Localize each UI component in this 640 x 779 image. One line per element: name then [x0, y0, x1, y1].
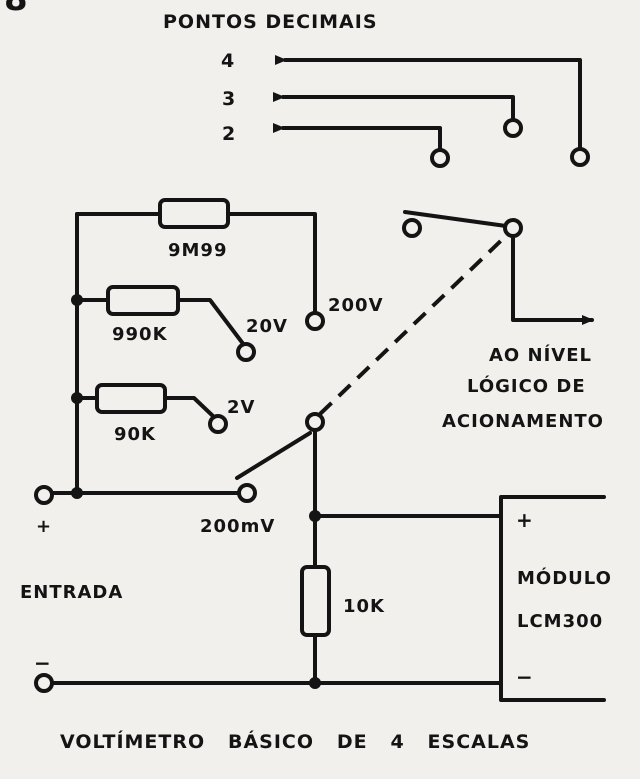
logic-switch-pivot	[503, 218, 523, 238]
range-2v-label: 2V	[227, 397, 255, 418]
resistor-9m99	[158, 198, 230, 229]
logic-output-line1: AO NÍVEL	[489, 344, 592, 366]
range-selector-blade	[235, 431, 312, 480]
logic-output-line2: LÓGICO DE	[467, 375, 586, 397]
resistor-90k-label: 90K	[114, 424, 156, 445]
r2-right-wire	[176, 298, 246, 347]
logic-switch-blade	[403, 210, 508, 228]
module-plus-sign: +	[516, 508, 534, 532]
module-outline	[499, 495, 606, 702]
resistor-90k	[95, 383, 167, 414]
decimal-point-4-arrow	[275, 55, 582, 152]
decimal-point-4-label: 4	[221, 50, 235, 72]
junction-node-90k	[71, 392, 83, 404]
decimal-point-3-terminal	[503, 118, 523, 138]
figure-caption: VOLTÍMETRO BÁSICO DE 4 ESCALAS	[60, 730, 530, 753]
mechanical-coupling-line	[318, 232, 510, 416]
range-20v-contact	[236, 342, 256, 362]
resistor-990k-label: 990K	[112, 324, 168, 345]
decimal-points-heading: PONTOS DECIMAIS	[163, 11, 378, 33]
r1-right-wire	[226, 212, 317, 314]
range-200mv-label: 200mV	[200, 516, 275, 537]
decimal-point-4-terminal	[570, 147, 590, 167]
input-plus-sign: +	[36, 516, 52, 537]
decimal-point-2-terminal	[430, 148, 450, 168]
logic-switch-contact	[402, 218, 422, 238]
resistor-10k	[300, 565, 331, 637]
range-selector-pivot	[305, 412, 325, 432]
input-label: ENTRADA	[20, 582, 123, 603]
range-200mv-contact	[237, 483, 257, 503]
module-minus-sign: −	[516, 665, 534, 689]
input-minus-terminal	[34, 673, 54, 693]
logic-output-arrow	[511, 234, 594, 325]
resistor-990k	[106, 285, 180, 316]
decimal-point-3-arrow	[273, 92, 515, 124]
logic-output-line3: ACIONAMENTO	[442, 411, 604, 432]
module-name-line2: LCM300	[517, 611, 603, 632]
input-plus-terminal	[34, 485, 54, 505]
junction-node-ground	[309, 677, 321, 689]
range-20v-label: 20V	[246, 316, 288, 337]
junction-node-input	[71, 487, 83, 499]
decimal-point-2-label: 2	[222, 123, 236, 145]
resistor-9m99-label: 9M99	[168, 240, 228, 261]
range-200v-label: 200V	[328, 295, 384, 316]
r3-right-wire	[163, 396, 216, 419]
decimal-point-3-label: 3	[222, 88, 236, 110]
junction-node-990k	[71, 294, 83, 306]
decimal-point-2-arrow	[273, 123, 442, 154]
figure-marker: 8	[4, 0, 29, 19]
resistor-10k-label: 10K	[343, 596, 385, 617]
range-200v-contact	[305, 311, 325, 331]
input-minus-sign: −	[34, 651, 52, 675]
module-name-line1: MÓDULO	[517, 567, 612, 589]
range-2v-contact	[208, 414, 228, 434]
